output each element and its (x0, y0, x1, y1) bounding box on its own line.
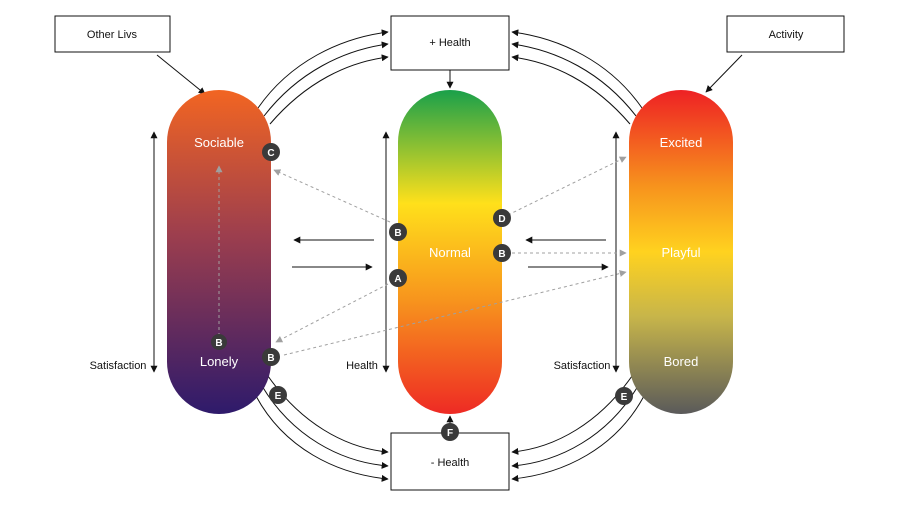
svg-text:B: B (394, 228, 401, 239)
arcs-left-to-plus-health (257, 29, 389, 125)
marker-b-lonely: B (211, 334, 227, 350)
other-livs-label: Other Livs (87, 29, 138, 41)
marker-b-health-left: B (389, 223, 407, 241)
excited-label: Excited (660, 135, 703, 150)
left-satisfaction-label: Satisfaction (90, 360, 147, 372)
minus-health-box: - Health (390, 432, 510, 491)
normal-label: Normal (429, 245, 471, 260)
svg-text:C: C (267, 148, 274, 159)
svg-text:B: B (498, 249, 505, 260)
playful-label: Playful (661, 245, 700, 260)
plus-health-label: + Health (429, 37, 470, 49)
activity-label: Activity (769, 29, 804, 41)
svg-text:A: A (394, 274, 401, 285)
plus-health-box: + Health (390, 15, 510, 71)
svg-text:B: B (267, 353, 274, 364)
activity-box: Activity (726, 15, 845, 53)
marker-e-right: E (615, 387, 633, 405)
marker-c: C (262, 143, 280, 161)
right-satisfaction-label: Satisfaction (554, 360, 611, 372)
lonely-label: Lonely (200, 354, 239, 369)
svg-text:F: F (447, 428, 453, 439)
sociable-label: Sociable (194, 135, 244, 150)
svg-text:D: D (498, 214, 505, 225)
marker-b-health-right: B (493, 244, 511, 262)
activity-arrow (705, 54, 743, 93)
svg-text:B: B (215, 338, 222, 349)
marker-f: F (441, 423, 459, 441)
activity-pill (629, 90, 733, 414)
bored-label: Bored (664, 354, 699, 369)
other-livs-box: Other Livs (54, 15, 171, 53)
health-pill (398, 90, 502, 414)
marker-b-social-bottom: B (262, 348, 280, 366)
marker-d: D (493, 209, 511, 227)
health-axis-label: Health (346, 360, 378, 372)
svg-text:E: E (621, 392, 628, 403)
marker-a: A (389, 269, 407, 287)
svg-text:E: E (275, 391, 282, 402)
arcs-right-to-plus-health (511, 29, 643, 125)
other-livs-arrow (156, 54, 206, 95)
minus-health-label: - Health (431, 457, 470, 469)
dashed-influence-arrows (215, 156, 627, 356)
marker-e-left: E (269, 386, 287, 404)
